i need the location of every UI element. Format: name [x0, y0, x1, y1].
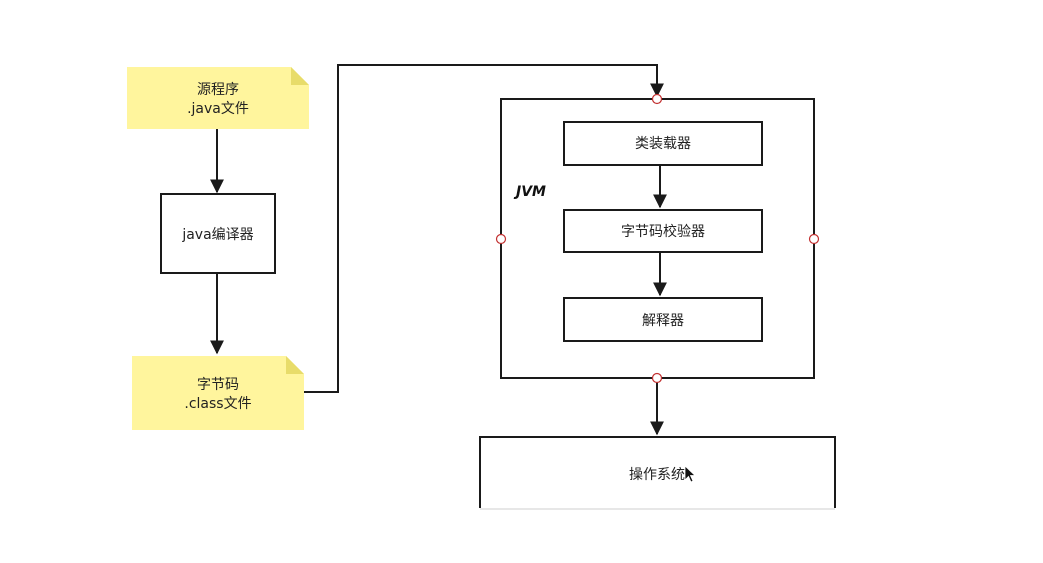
- class-loader-label: 类装载器: [635, 136, 691, 152]
- os-label: 操作系统: [629, 467, 685, 483]
- jvm-port-top: [651, 93, 663, 105]
- bytecode-note-line2: .class文件: [184, 396, 251, 412]
- interpreter-label: 解释器: [642, 313, 684, 329]
- compiler-box[interactable]: java编译器: [160, 193, 276, 274]
- compiler-label: java编译器: [181, 227, 253, 243]
- source-note[interactable]: 源程序 .java文件: [127, 67, 309, 129]
- source-note-line1: 源程序: [197, 82, 239, 98]
- interpreter-box[interactable]: 解释器: [563, 297, 763, 342]
- bytecode-note[interactable]: 字节码 .class文件: [132, 356, 304, 430]
- mouse-pointer-icon: [684, 465, 697, 483]
- os-box[interactable]: 操作系统: [479, 436, 836, 510]
- bytecode-note-line1: 字节码: [197, 377, 239, 393]
- source-note-line2: .java文件: [187, 101, 249, 117]
- edge-bytecode-to-jvm: [304, 64, 664, 393]
- jvm-port-right: [808, 233, 820, 245]
- jvm-port-bottom: [651, 372, 663, 384]
- bytecode-verifier-label: 字节码校验器: [621, 223, 705, 240]
- jvm-port-left: [495, 233, 507, 245]
- bytecode-verifier-box[interactable]: 字节码校验器: [563, 209, 763, 253]
- jvm-label: JVM: [513, 184, 546, 200]
- class-loader-box[interactable]: 类装载器: [563, 121, 763, 166]
